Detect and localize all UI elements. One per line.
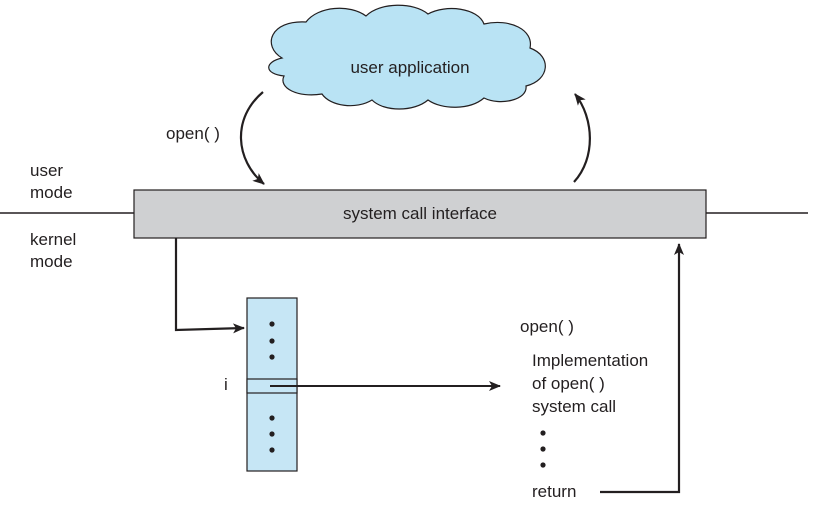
return-arrow [600, 243, 684, 494]
table-ellipsis-dot [269, 354, 275, 360]
return-label: return [532, 482, 577, 501]
table-ellipsis-dot [269, 431, 275, 437]
implementation-line: Implementation [532, 351, 649, 370]
implementation-title: open( ) [520, 317, 574, 336]
table-ellipsis-dot [269, 415, 275, 421]
interface-to-table-arrow [174, 238, 245, 334]
implementation-ellipsis-dot [540, 462, 546, 468]
call-arrow [239, 91, 265, 185]
user-mode-label-line1: user [30, 161, 64, 180]
system-call-interface-label: system call interface [343, 204, 497, 223]
implementation-line: system call [532, 397, 617, 416]
table-index-label: i [224, 375, 228, 394]
system-call-interface-bar [133, 189, 707, 239]
table-ellipsis-dot [269, 321, 275, 327]
implementation-ellipsis-dot [540, 430, 546, 436]
kernel-mode-label-line2: mode [30, 252, 73, 271]
user-application-label: user application [350, 58, 470, 77]
return-to-application-arrow [573, 93, 591, 183]
table-ellipsis-dot [269, 338, 275, 344]
kernel-mode-label-line1: kernel [30, 230, 77, 249]
table-ellipsis-dot [269, 447, 275, 453]
user-mode-label-line2: mode [30, 183, 73, 202]
implementation-ellipsis-dot [540, 446, 546, 452]
user-application-cloud [268, 4, 546, 110]
open-call-label: open( ) [166, 124, 220, 143]
implementation-line: of open( ) [532, 374, 605, 393]
